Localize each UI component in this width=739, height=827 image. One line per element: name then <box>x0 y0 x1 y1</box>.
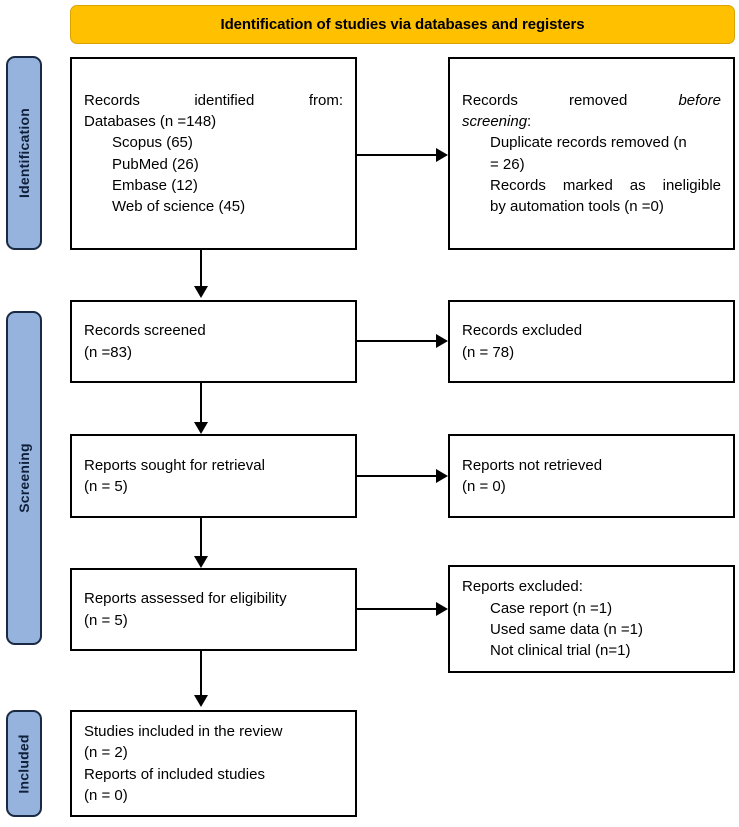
arrowhead-screened-to-sought <box>194 422 208 434</box>
reports-excluded-reason-same-data: Used same data (n =1) <box>490 621 643 638</box>
records-removed-line-1: Records removed before <box>462 91 721 109</box>
records-excluded-line-2: (n = 78) <box>462 343 515 361</box>
records-removed-ineligible-line-2: by automation tools (n =0) <box>490 198 664 216</box>
box-records-removed: Records removed before screening: Duplic… <box>448 57 735 250</box>
box-records-identified: Records identified from: Databases (n =1… <box>70 57 357 250</box>
reports-sought-line-1: Reports sought for retrieval <box>84 456 265 474</box>
stage-label-screening: Screening <box>16 443 32 513</box>
arrowhead-screened-to-excluded <box>436 334 448 348</box>
records-identified-line-2: Databases (n =148) <box>84 112 217 130</box>
records-removed-line-2: screening: <box>462 112 532 130</box>
box-records-excluded: Records excluded (n = 78) <box>448 300 735 383</box>
records-removed-ineligible-line-1: Records marked as ineligible <box>490 176 721 194</box>
diagram-banner: Identification of studies via databases … <box>70 5 735 44</box>
records-screened-line-2: (n =83) <box>84 343 132 361</box>
reports-excluded-line-1: Reports excluded: <box>462 578 583 596</box>
connector-screened-to-sought <box>200 383 202 422</box>
reports-not-retrieved-line-2: (n = 0) <box>462 478 506 495</box>
arrowhead-sought-to-assessed <box>194 556 208 568</box>
records-identified-source-embase: Embase (12) <box>112 176 198 194</box>
connector-screened-to-excluded <box>357 340 436 342</box>
arrowhead-identified-to-screened <box>194 286 208 298</box>
box-reports-assessed: Reports assessed for eligibility (n = 5) <box>70 568 357 651</box>
box-reports-not-retrieved: Reports not retrieved (n = 0) <box>448 434 735 518</box>
connector-sought-to-assessed <box>200 518 202 556</box>
records-removed-duplicates-line-1: Duplicate records removed (n <box>490 134 687 152</box>
records-identified-source-pubmed: PubMed (26) <box>112 155 199 173</box>
box-studies-included: Studies included in the review (n = 2) R… <box>70 710 357 817</box>
arrowhead-assessed-to-included <box>194 695 208 707</box>
stage-bar-identification: Identification <box>6 56 42 250</box>
records-identified-line-1: Records identified from: <box>84 91 343 109</box>
connector-sought-to-not-retrieved <box>357 475 436 477</box>
reports-sought-line-2: (n = 5) <box>84 478 128 495</box>
studies-included-line-4: (n = 0) <box>84 786 128 804</box>
studies-included-line-3: Reports of included studies <box>84 765 265 783</box>
box-records-screened: Records screened (n =83) <box>70 300 357 383</box>
stage-label-included: Included <box>16 733 33 794</box>
reports-excluded-reason-not-clinical-trial: Not clinical trial (n=1) <box>490 642 631 660</box>
arrowhead-identified-to-removed <box>436 148 448 162</box>
reports-excluded-reason-case-report: Case report (n =1) <box>490 599 613 617</box>
records-screened-line-1: Records screened <box>84 322 206 340</box>
records-identified-source-web-of-science: Web of science (45) <box>112 198 246 216</box>
arrowhead-sought-to-not-retrieved <box>436 469 448 483</box>
stage-bar-screening: Screening <box>6 311 42 645</box>
stage-bar-included: Included <box>6 710 42 817</box>
reports-not-retrieved-line-1: Reports not retrieved <box>462 456 603 474</box>
stage-label-identification: Identification <box>16 108 33 198</box>
records-identified-source-scopus: Scopus (65) <box>112 134 193 152</box>
box-reports-sought: Reports sought for retrieval (n = 5) <box>70 434 357 518</box>
connector-identified-to-removed <box>357 154 436 156</box>
reports-assessed-line-1: Reports assessed for eligibility <box>84 590 287 608</box>
box-reports-excluded: Reports excluded: Case report (n =1) Use… <box>448 565 735 673</box>
connector-assessed-to-excluded <box>357 608 436 610</box>
records-excluded-line-1: Records excluded <box>462 322 583 340</box>
studies-included-line-2: (n = 2) <box>84 744 128 762</box>
reports-assessed-line-2: (n = 5) <box>84 611 128 629</box>
connector-identified-to-screened <box>200 250 202 286</box>
records-removed-duplicates-line-2: = 26) <box>490 155 525 173</box>
connector-assessed-to-included <box>200 651 202 695</box>
banner-title: Identification of studies via databases … <box>220 16 585 33</box>
studies-included-line-1: Studies included in the review <box>84 722 283 740</box>
arrowhead-assessed-to-excluded <box>436 602 448 616</box>
